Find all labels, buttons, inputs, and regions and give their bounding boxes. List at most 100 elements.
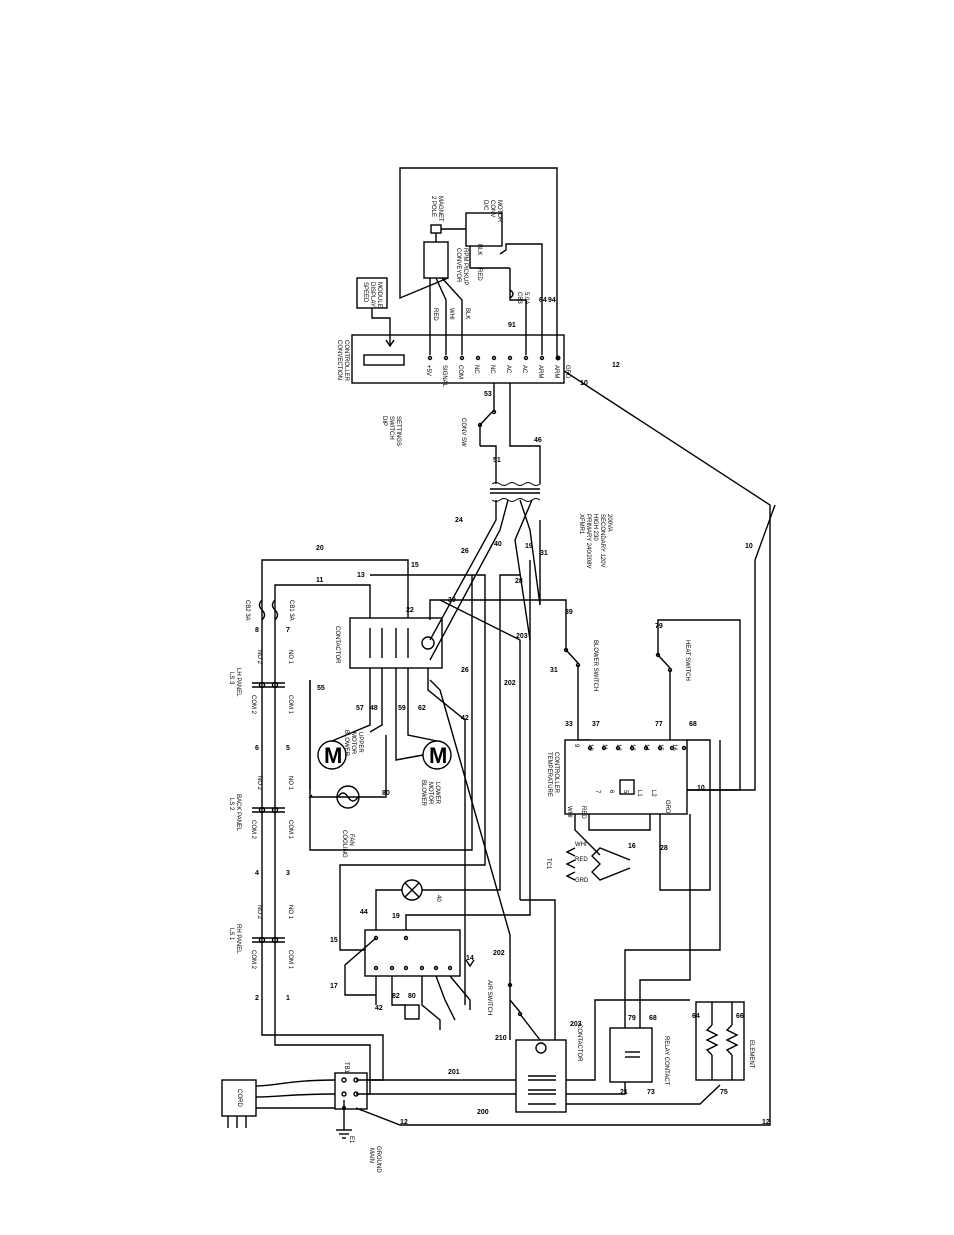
wire-48: 48 <box>370 705 378 712</box>
air-switch-panel <box>364 929 475 1030</box>
tt-3: 11 <box>601 744 607 751</box>
lamp-label: 40 <box>435 895 441 902</box>
wire-79b: 79 <box>628 1015 636 1022</box>
motor-lead-blk: BLK <box>476 244 482 255</box>
ct-8: ARM <box>537 365 543 378</box>
dc-motor-2: CONV <box>489 200 495 217</box>
wire-12b: 12 <box>400 1119 408 1126</box>
cb2-label: CB2 3A <box>244 600 250 621</box>
cb3-1: CB3 <box>516 292 522 304</box>
blower-motor-lower: M BLOWER MOTOR LOWER <box>420 740 452 807</box>
wire-203b: 203 <box>570 1021 582 1028</box>
blower-switch-label: BLOWER SWITCH <box>592 640 598 691</box>
tt-5: 13 <box>629 744 635 751</box>
tc-lead-grd: GRD <box>575 878 589 884</box>
tb-2: RED <box>580 806 586 819</box>
wire-15a: 15 <box>411 562 419 569</box>
wire-57: 57 <box>356 705 364 712</box>
tb-8: GRD <box>664 800 670 814</box>
conv-switch: CONV SW DIP SWITCH SETTINGS <box>381 380 497 447</box>
wire-14: 14 <box>466 955 474 962</box>
conv-sw-label: CONV SW <box>460 418 466 447</box>
pickup-lead-red: RED <box>432 308 438 321</box>
wire-94: 94 <box>548 297 556 304</box>
ct-5: NC <box>489 365 495 374</box>
main-ground-line1: MAIN <box>368 1148 374 1163</box>
wire-40: 40 <box>494 541 502 548</box>
contactor-upper: CONTACTOR <box>334 617 443 669</box>
transformer-xfmr1: XFMR1 PRIMARY 240/208V HIGH 230 SECONDAR… <box>490 482 612 568</box>
wire-4: 4 <box>255 870 259 877</box>
dc-motor-3: MOTOR <box>496 200 502 223</box>
wire-200: 200 <box>477 1109 489 1116</box>
xfmr-2: PRIMARY 240/208V <box>585 514 591 568</box>
tb-1: WHI <box>566 806 572 818</box>
wire-12a: 12 <box>612 362 620 369</box>
speed-display-module: SPEED DISPLAY MODULE <box>356 277 395 348</box>
blower-lower-3: LOWER <box>434 782 440 805</box>
ct-7: AC <box>521 365 527 374</box>
contactor-lower: CONTACTOR <box>515 1024 582 1113</box>
wire-2: 2 <box>255 995 259 1002</box>
ct-10: GRD <box>564 365 570 379</box>
wire-39a: 39 <box>448 597 456 604</box>
speed-3: MODULE <box>376 282 382 308</box>
wire-1: 1 <box>286 995 290 1002</box>
wire-64b: 64 <box>692 1013 700 1020</box>
wire-42a: 42 <box>461 715 469 722</box>
temperature-controller: TEMPERATURE CONTROLLER <box>546 739 688 815</box>
wire-62: 62 <box>418 705 426 712</box>
contactor-upper-label: CONTACTOR <box>334 626 340 664</box>
contact-no1-b: NO 1 <box>287 776 293 791</box>
dip-2: SWITCH <box>388 416 394 440</box>
blower-upper-2: MOTOR <box>350 732 356 755</box>
tb-3: 7 <box>594 790 600 794</box>
wire-10b: 10 <box>745 543 753 550</box>
wire-13: 13 <box>357 572 365 579</box>
xfmr-1: XFMR1 <box>578 514 584 535</box>
wire-202a: 202 <box>504 680 516 687</box>
wire-10c: 10 <box>697 785 705 792</box>
ct-3: COM <box>457 365 463 379</box>
wire-26a: 26 <box>461 548 469 555</box>
tb-6: L1 <box>636 790 642 797</box>
heating-element: ELEMENT <box>695 1001 754 1081</box>
conveyor-rpm-pickup: CONVEYOR RPM PICKUP 2 POLE MAGNET <box>399 167 558 358</box>
wire-82: 82 <box>392 993 400 1000</box>
wire-201: 201 <box>448 1069 460 1076</box>
dip-1: DIP <box>381 416 387 426</box>
xfmr-5: 200VA <box>606 514 612 532</box>
tt-8: 16 <box>671 744 677 751</box>
wire-7: 7 <box>286 627 290 634</box>
wire-11: 11 <box>316 577 324 584</box>
wire-66: 66 <box>736 1013 744 1020</box>
terminal-block-tb1: TB1 <box>334 1062 368 1110</box>
blower-lower-1: BLOWER <box>420 780 426 807</box>
tt-4: 12 <box>615 744 621 751</box>
relay-contact-label: RELAY CONTACT <box>663 1036 669 1086</box>
pickup-lead-whi: WHI <box>448 308 454 320</box>
contact-no2-a: NO 2 <box>256 905 262 920</box>
convection-controller: CONVECTION CONTROLLER <box>336 334 565 384</box>
ls1-label: LS 1 <box>228 928 234 941</box>
speed-2: DISPLAY <box>369 282 375 307</box>
ct-6: AC <box>505 365 511 374</box>
cb3-2: 5.0A <box>523 292 529 304</box>
motor-upper-symbol: M <box>324 743 342 768</box>
contactor-lower-label: CONTACTOR <box>576 1024 582 1062</box>
pickup-lead-blk: BLK <box>464 308 470 319</box>
relay-contact: RELAY CONTACT <box>609 740 721 1086</box>
safety-switch-chain: LS 1 RH PANEL LS 2 BACK PANEL LS 3 LH PA… <box>228 600 293 985</box>
wire-28a: 28 <box>515 578 523 585</box>
blower-lower-2: MOTOR <box>427 782 433 805</box>
contact-no2-b: NO 2 <box>256 776 262 791</box>
ls3-sub: LH PANEL <box>235 668 241 697</box>
magnet-2: MAGNET <box>437 196 443 222</box>
wire-91: 91 <box>508 322 516 329</box>
ct-2: SIGNAL <box>441 365 447 388</box>
wire-5: 5 <box>286 745 290 752</box>
wire-64a: 64 <box>539 297 547 304</box>
circuit-breakers: CB2 3A CB1 3A <box>244 559 409 621</box>
wire-31b: 31 <box>550 667 558 674</box>
pickup-1: CONVEYOR <box>455 248 461 283</box>
